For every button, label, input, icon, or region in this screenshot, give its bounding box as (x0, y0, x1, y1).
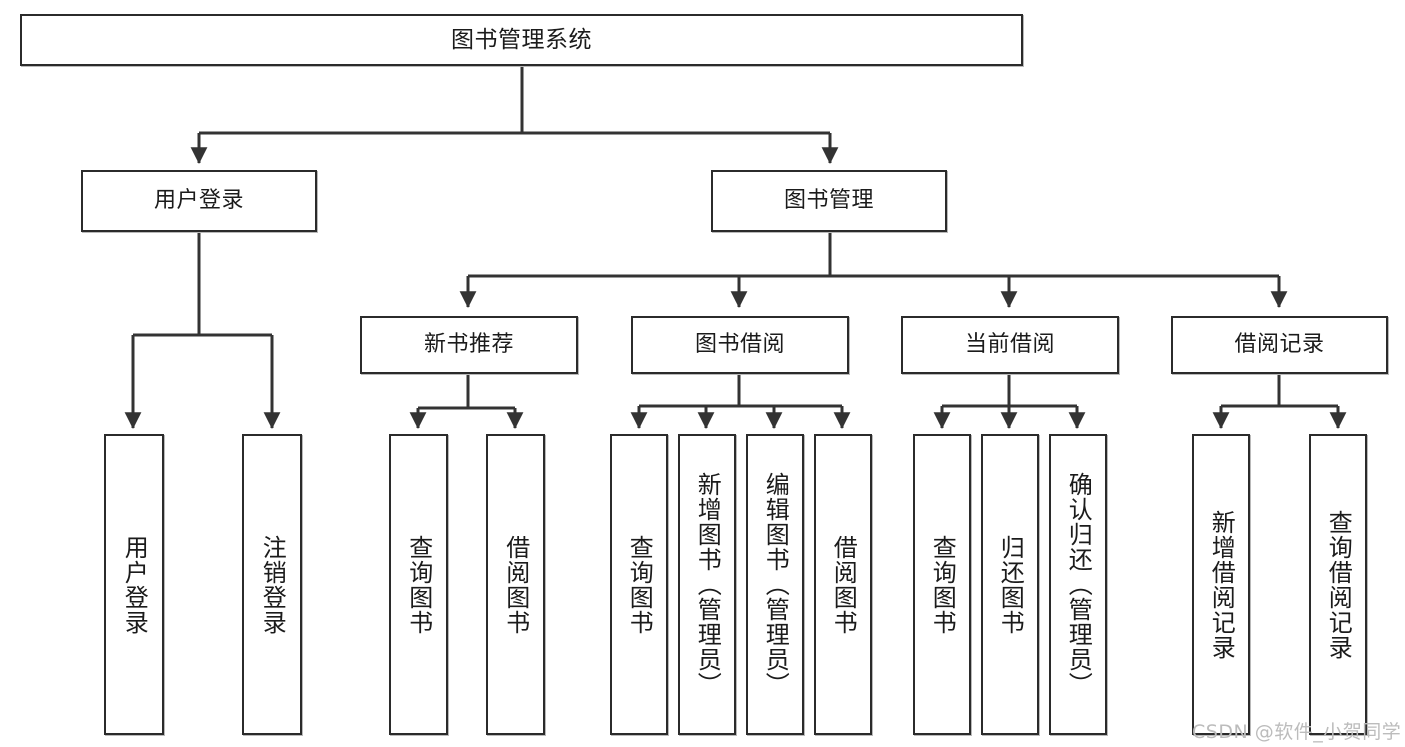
leaf-new-book-query[interactable]: 查询图书 (389, 434, 448, 735)
csdn-watermark: CSDN @软件_小贺同学 (1192, 721, 1402, 743)
node-label: 用户登录 (120, 534, 149, 635)
leaf-user-logout[interactable]: 注销登录 (242, 434, 302, 735)
node-user-login[interactable]: 用户登录 (81, 170, 317, 232)
node-label: 借阅记录 (1234, 332, 1325, 358)
node-label: 图书管理系统 (451, 26, 592, 53)
leaf-borrow-add-book[interactable]: 新增图书（管理员） (678, 434, 736, 735)
node-current-borrow[interactable]: 当前借阅 (901, 316, 1119, 374)
node-label: 用户登录 (153, 188, 244, 214)
leaf-record-query[interactable]: 查询借阅记录 (1309, 434, 1367, 735)
node-label: 新增借阅记录 (1207, 509, 1236, 660)
node-label: 编辑图书（管理员） (761, 472, 790, 697)
node-new-book-recommend[interactable]: 新书推荐 (360, 316, 578, 374)
leaf-borrow-query-book[interactable]: 查询图书 (610, 434, 668, 735)
leaf-new-book-borrow[interactable]: 借阅图书 (486, 434, 545, 735)
node-label: 图书借阅 (694, 332, 785, 358)
node-label: 查询借阅记录 (1324, 509, 1353, 660)
leaf-record-add[interactable]: 新增借阅记录 (1192, 434, 1250, 735)
node-label: 借阅图书 (501, 534, 530, 635)
node-label: 借阅图书 (829, 534, 858, 635)
node-label: 当前借阅 (964, 332, 1055, 358)
leaf-borrow-edit-book[interactable]: 编辑图书（管理员） (746, 434, 804, 735)
node-label: 查询图书 (625, 534, 654, 635)
node-label: 查询图书 (928, 534, 957, 635)
node-book-management[interactable]: 图书管理 (711, 170, 947, 232)
node-label: 确认归还（管理员） (1064, 472, 1093, 697)
leaf-current-return-book[interactable]: 归还图书 (981, 434, 1039, 735)
node-label: 新增图书（管理员） (693, 472, 722, 697)
node-label: 图书管理 (783, 188, 874, 214)
node-label: 注销登录 (258, 534, 287, 635)
node-label: 查询图书 (404, 534, 433, 635)
leaf-user-login[interactable]: 用户登录 (104, 434, 164, 735)
node-root-system[interactable]: 图书管理系统 (20, 14, 1023, 66)
node-borrow-record[interactable]: 借阅记录 (1171, 316, 1388, 374)
leaf-current-query-book[interactable]: 查询图书 (913, 434, 971, 735)
leaf-borrow-borrow-book[interactable]: 借阅图书 (814, 434, 872, 735)
node-label: 归还图书 (996, 534, 1025, 635)
node-label: 新书推荐 (423, 332, 514, 358)
leaf-current-confirm-return[interactable]: 确认归还（管理员） (1049, 434, 1107, 735)
node-book-borrow[interactable]: 图书借阅 (631, 316, 849, 374)
